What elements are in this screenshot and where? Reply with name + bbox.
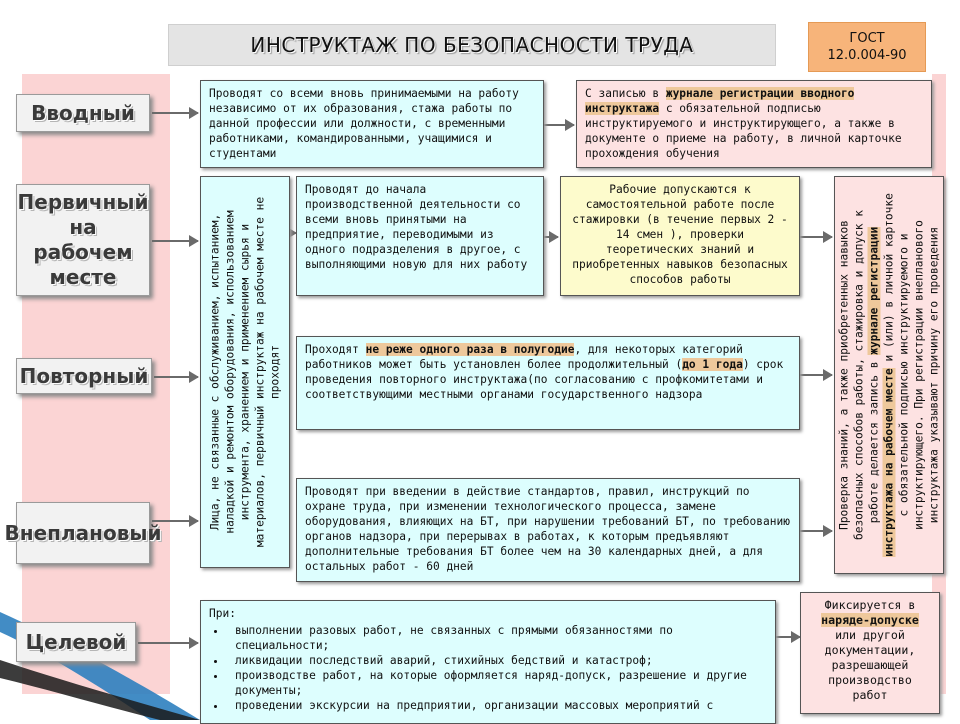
tselevoy-intro: При: bbox=[209, 607, 236, 620]
type-vneplanovy: Внеплановый bbox=[5, 502, 161, 564]
povtorny-max-period: до 1 года bbox=[682, 358, 743, 371]
tselevoy-conditions-list: выполнении разовых работ, не связанных с… bbox=[209, 623, 767, 713]
vneplanovy-description: Проводят при введении в действие стандар… bbox=[296, 478, 800, 582]
arrow-vvodny bbox=[152, 107, 199, 119]
povtorny-text-end: ) срок проведения повторного инструктажа… bbox=[305, 358, 784, 401]
pervichny-admission: Рабочие допускаются к самостоятельной ра… bbox=[560, 176, 800, 296]
vvodny-description-text: Проводят со всеми вновь принимаемыми на … bbox=[209, 87, 519, 160]
type-vvodny: Вводный bbox=[16, 94, 150, 132]
arrow-note-pervichny bbox=[287, 227, 297, 239]
arrow-pervichny-admission bbox=[544, 231, 559, 243]
vneplanovy-description-text: Проводят при введении в действие стандар… bbox=[305, 485, 790, 573]
tselevoy-record-text-end: или другой документации, разрешающей про… bbox=[824, 628, 916, 702]
page-title-bar: ИНСТРУКТАЖ ПО БЕЗОПАСНОСТИ ТРУДА bbox=[168, 24, 776, 66]
arrow-pervichny bbox=[152, 235, 199, 247]
tselevoy-record: Фиксируется в наряде-допуске или другой … bbox=[800, 592, 940, 714]
type-pervichny: Первичный на рабочем месте bbox=[16, 184, 150, 296]
verification-note: Проверка знаний, а также приобретенных н… bbox=[834, 176, 944, 574]
arrow-povtorny-verification bbox=[800, 369, 833, 381]
type-povtorny: Повторный bbox=[16, 358, 152, 394]
pervichny-description: Проводят до начала производственной деят… bbox=[296, 176, 544, 296]
exemption-note: Лица, не связанные с обслуживанием, испы… bbox=[200, 176, 290, 568]
arrow-tselevoy-record bbox=[776, 631, 801, 643]
arrow-admission-verification bbox=[800, 231, 833, 243]
arrow-tselevoy bbox=[138, 637, 199, 649]
list-item: проведении экскурсии на предприятии, орг… bbox=[227, 698, 767, 713]
pervichny-admission-text: Рабочие допускаются к самостоятельной ра… bbox=[572, 183, 788, 286]
list-item: ликвидации последствий аварий, стихийных… bbox=[227, 653, 767, 668]
arrow-vneplanovy bbox=[152, 515, 199, 527]
vvodny-record-text-end: с обязательной подписью инструктируемого… bbox=[585, 102, 902, 160]
tselevoy-permit-name: наряде-допуске bbox=[821, 613, 919, 627]
page-title: ИНСТРУКТАЖ ПО БЕЗОПАСНОСТИ ТРУДА bbox=[250, 33, 694, 57]
arrow-vvodny-record bbox=[544, 119, 575, 131]
gost-label: ГОСТ bbox=[849, 31, 885, 46]
verification-note-text: Проверка знаний, а также приобретенных н… bbox=[837, 192, 942, 558]
type-vvodny-label: Вводный bbox=[31, 100, 135, 125]
tselevoy-record-text: Фиксируется в bbox=[824, 598, 916, 612]
type-vneplanovy-label: Внеплановый bbox=[4, 520, 162, 545]
arrow-vneplanovy-verification bbox=[800, 525, 833, 537]
vvodny-record: С записью в журнале регистрации вводного… bbox=[576, 80, 932, 168]
vvodny-record-text: С записью в bbox=[585, 87, 666, 100]
povtorny-text-middle: , для некоторых категорий работников мож… bbox=[305, 343, 743, 371]
exemption-note-text: Лица, не связанные с обслуживанием, испы… bbox=[208, 196, 282, 548]
pervichny-description-text: Проводят до начала производственной деят… bbox=[305, 183, 528, 271]
vvodny-description: Проводят со всеми вновь принимаемыми на … bbox=[200, 80, 544, 168]
list-item: выполнении разовых работ, не связанных с… bbox=[227, 623, 767, 653]
povtorny-frequency: не реже одного раза в полугодие bbox=[365, 343, 575, 356]
type-povtorny-label: Повторный bbox=[19, 363, 149, 388]
tselevoy-description: При: выполнении разовых работ, не связан… bbox=[200, 600, 776, 724]
list-item: производстве работ, на которые оформляет… bbox=[227, 668, 767, 698]
gost-badge: ГОСТ 12.0.004-90 bbox=[808, 22, 926, 72]
arrow-povtorny bbox=[154, 371, 199, 383]
gost-number: 12.0.004-90 bbox=[827, 48, 907, 63]
povtorny-text-start: Проходят bbox=[305, 343, 366, 356]
type-tselevoy: Целевой bbox=[16, 622, 136, 662]
povtorny-description: Проходят не реже одного раза в полугодие… bbox=[296, 336, 800, 430]
type-pervichny-label: Первичный на рабочем месте bbox=[17, 190, 149, 289]
type-tselevoy-label: Целевой bbox=[25, 629, 127, 654]
